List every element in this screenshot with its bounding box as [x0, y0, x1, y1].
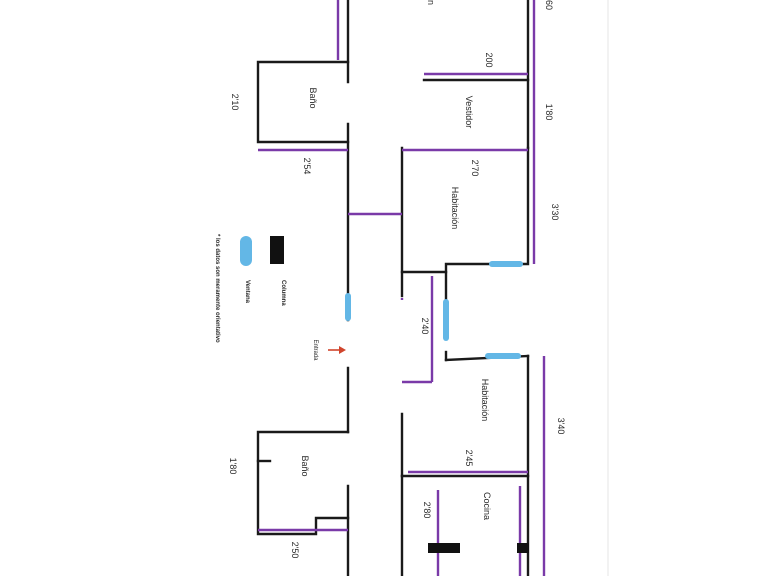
windows — [240, 236, 523, 359]
dim-label-245: 2'45 — [464, 450, 474, 467]
walls — [256, 0, 530, 576]
room-label-vestidor: Vestidor — [464, 96, 474, 129]
room-labels: n Baño Vestidor Habitación Habitación Ba… — [300, 0, 492, 520]
room-label-top-fragment: n — [426, 0, 436, 5]
legend-column-label: Columna — [280, 280, 286, 306]
dim-label-60: 60 — [544, 0, 554, 10]
dim-label-180-top: 1'80 — [544, 104, 554, 121]
legend-window-label: Ventana — [244, 280, 250, 304]
legend-column-swatch — [270, 236, 284, 264]
entry-arrow — [328, 346, 346, 354]
room-label-habitacion-1: Habitación — [450, 187, 460, 230]
dim-label-210: 2'10 — [230, 94, 240, 111]
dim-label-340: 3'40 — [556, 418, 566, 435]
column-left — [428, 543, 460, 553]
dim-label-280: 2'80 — [422, 502, 432, 519]
dim-label-180-bottom: 1'80 — [228, 458, 238, 475]
dimension-labels: 60 200 1'80 2'10 2'54 2'70 3'30 2'40 3'4… — [228, 0, 566, 558]
dim-label-200: 200 — [484, 52, 494, 67]
room-label-cocina: Cocina — [482, 492, 492, 520]
legend-note: * los datos son meramente orientativo — [214, 234, 220, 343]
room-label-habitacion-2: Habitación — [480, 379, 490, 422]
dim-label-270: 2'70 — [470, 160, 480, 177]
dim-label-240: 2'40 — [420, 318, 430, 335]
room-label-entrada: Entrada — [312, 339, 318, 361]
dimension-lines — [258, 0, 546, 576]
dim-label-250: 2'50 — [290, 542, 300, 559]
room-label-bano-1: Baño — [308, 87, 318, 108]
dim-label-254: 2'54 — [302, 158, 312, 175]
column-right — [517, 543, 529, 553]
room-label-bano-2: Baño — [300, 455, 310, 476]
columns — [270, 236, 529, 553]
dim-label-330: 3'30 — [550, 204, 560, 221]
legend: Columna Ventana * los datos son merament… — [214, 234, 286, 343]
